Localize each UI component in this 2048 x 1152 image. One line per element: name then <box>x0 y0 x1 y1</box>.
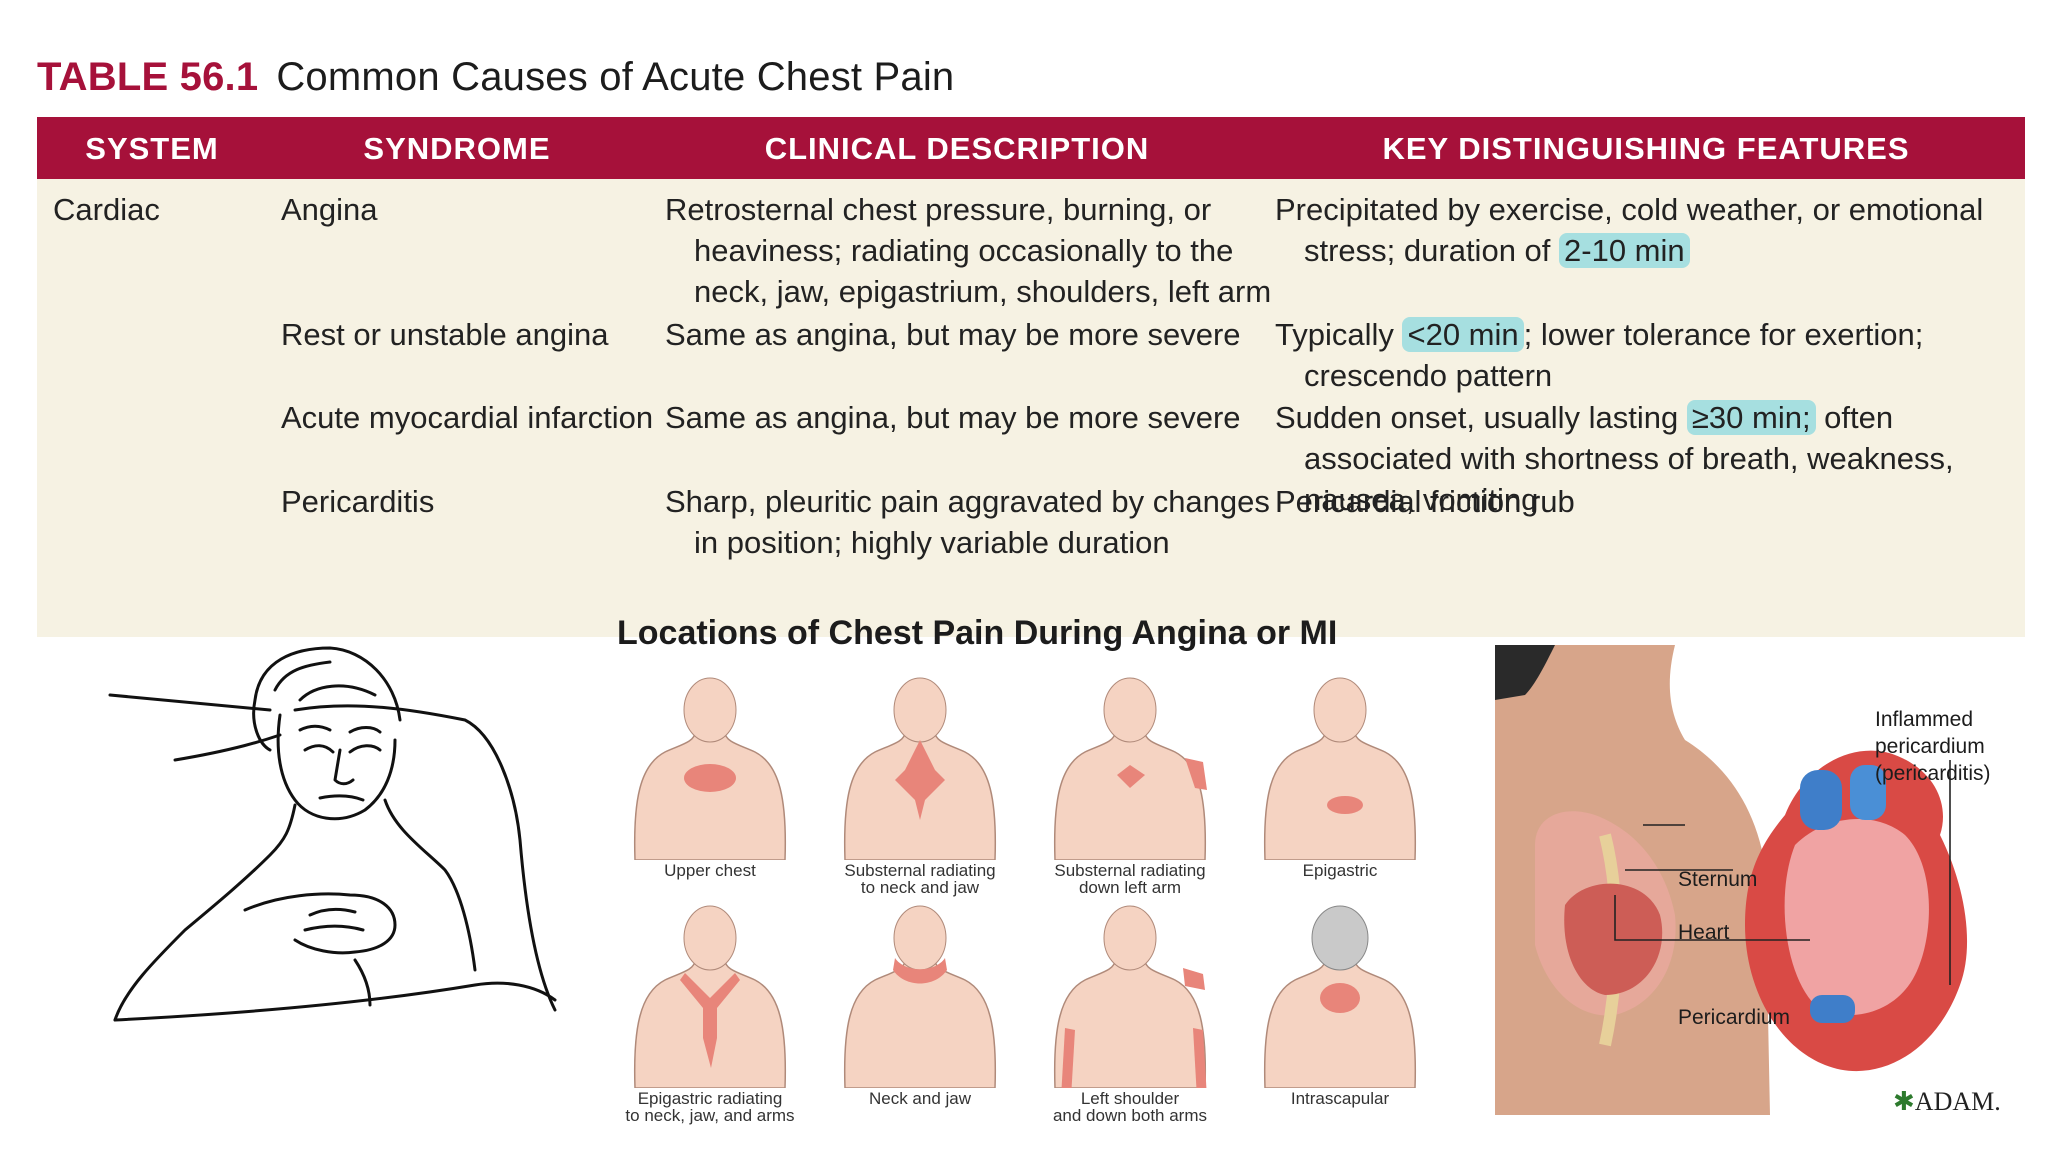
pain-panel-neck-jaw: Neck and jaw <box>820 898 1020 1123</box>
pain-area <box>684 764 736 792</box>
system-cell: Cardiac <box>53 192 160 227</box>
header-clinical-description: CLINICAL DESCRIPTION <box>764 131 1150 166</box>
torso-figure <box>1263 905 1417 1089</box>
adam-logo-text: ADAM. <box>1914 1087 2001 1116</box>
pain-panel-upper-chest: Upper chest <box>610 670 810 895</box>
features-text: Pericardial friction rub <box>1275 484 1575 519</box>
diagram-title: Locations of Chest Pain During Angina or… <box>617 614 1338 652</box>
torso-figure <box>633 905 787 1089</box>
torso-figure <box>1053 677 1207 861</box>
torso-figure <box>1263 677 1417 861</box>
aorta-vessel <box>1800 770 1842 830</box>
panel-caption-line2: and down both arms <box>1052 1106 1208 1125</box>
duration-highlight: 2-10 min <box>1559 233 1690 268</box>
pulmonary-vessel <box>1850 765 1886 820</box>
features-cell: Typically <20 min; lower tolerance for e… <box>1275 314 2044 396</box>
panel-caption-line2: to neck and jaw <box>860 878 980 897</box>
inflamed-label: Inflammed <box>1875 708 1974 731</box>
pain-panel-epigastric: Epigastric <box>1240 670 1440 895</box>
features-text: Precipitated by exercise, cold weather, … <box>1275 192 1984 268</box>
small-heart <box>1564 883 1663 995</box>
pericardium-shape <box>1784 818 1929 1015</box>
pain-area <box>893 958 947 984</box>
syndrome-cell: Acute myocardial infarction <box>281 400 654 435</box>
table-title-text: Common Causes of Acute Chest Pain <box>276 55 955 99</box>
header-system: SYSTEM <box>85 131 219 166</box>
syndrome-cell: Pericarditis <box>281 484 435 519</box>
description-cell: Retrosternal chest pressure, burning, or… <box>665 192 1272 309</box>
pain-area <box>895 740 945 820</box>
vena-cava-vessel <box>1810 995 1855 1023</box>
panel-caption: Substernal radiating <box>1054 861 1206 880</box>
description-cell: Same as angina, but may be more severe <box>665 400 1241 435</box>
table-body: Cardiac Angina Retrosternal chest pressu… <box>37 179 2025 637</box>
header-key-features: KEY DISTINGUISHING FEATURES <box>1382 131 1910 166</box>
torso-figure <box>843 677 997 861</box>
header-syndrome: SYNDROME <box>363 131 551 166</box>
panel-caption: Neck and jaw <box>868 1089 972 1108</box>
panel-caption: Epigastric <box>1302 861 1378 880</box>
pain-area <box>680 973 740 1068</box>
panel-caption: Upper chest <box>664 861 756 880</box>
pericardium-label: Pericardium <box>1678 1006 1791 1029</box>
panel-caption: Substernal radiating <box>844 861 996 880</box>
sternum-label: Sternum <box>1678 868 1758 891</box>
features-text-after: ; lower tolerance for exertion; crescend… <box>1304 317 1924 393</box>
panel-caption: Epigastric radiating <box>637 1089 783 1108</box>
heart-label: Heart <box>1678 921 1730 944</box>
features-text: Typically <box>1275 317 1403 352</box>
duration-highlight: ≥30 min; <box>1686 400 1816 435</box>
features-text: Sudden onset, usually lasting <box>1275 400 1687 435</box>
description-cell: Same as angina, but may be more severe <box>665 317 1241 352</box>
pain-area <box>1061 968 1207 1098</box>
table-title: TABLE 56.1 Common Causes of Acute Chest P… <box>37 55 954 100</box>
chest-pain-table: SYSTEM SYNDROME CLINICAL DESCRIPTION KEY… <box>37 117 2025 637</box>
features-text-after: often associated with shortness of breat… <box>1304 400 1954 517</box>
panel-caption: Left shoulder <box>1080 1089 1180 1108</box>
table-number: TABLE 56.1 <box>37 55 259 99</box>
features-cell: Sudden onset, usually lasting ≥30 min; o… <box>1275 397 2044 520</box>
pain-panel-intrascapular: Intrascapular <box>1240 898 1440 1123</box>
panel-caption-line2: to neck, jaw, and arms <box>625 1106 795 1125</box>
features-cell: Precipitated by exercise, cold weather, … <box>1275 189 2044 271</box>
torso-figure <box>1053 905 1207 1098</box>
inflamed-label: (pericarditis) <box>1875 762 1991 785</box>
syndrome-cell: Angina <box>281 192 378 227</box>
syndrome-cell: Rest or unstable angina <box>281 317 609 352</box>
patient-drawing <box>108 646 557 1022</box>
table-header: SYSTEM SYNDROME CLINICAL DESCRIPTION KEY… <box>37 117 2025 179</box>
features-cell: Pericardial friction rub <box>1275 481 2044 522</box>
duration-highlight: <20 min <box>1402 317 1524 352</box>
pericarditis-illustration <box>1495 645 1968 1115</box>
pain-area <box>1117 758 1207 790</box>
panel-caption-line2: down left arm <box>1078 878 1182 897</box>
inflamed-label: pericardium <box>1875 735 1985 758</box>
pain-area <box>1327 796 1363 814</box>
pain-area <box>1320 983 1360 1013</box>
hair <box>1495 645 1555 700</box>
torso-figure <box>843 905 997 1089</box>
description-cell: Sharp, pleuritic pain aggravated by chan… <box>665 484 1270 560</box>
adam-logo: ✱ADAM. <box>1893 1087 2001 1116</box>
torso-figure <box>633 677 787 861</box>
panel-caption: Intrascapular <box>1290 1089 1390 1108</box>
